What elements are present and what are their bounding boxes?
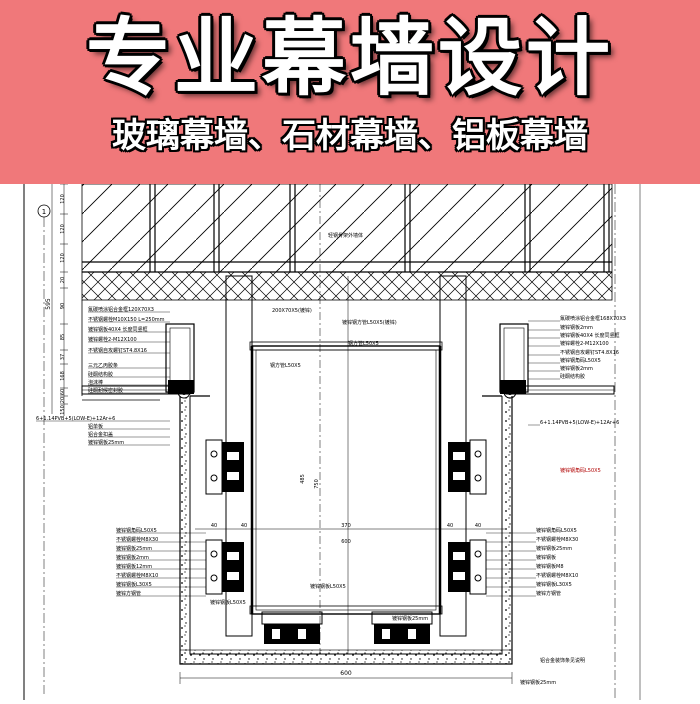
right-note-0: 氟碳喷涂铝合金框168X70X3 xyxy=(560,315,626,322)
left-note-4: 不锈钢自攻螺钉ST4.8X16 xyxy=(88,347,147,354)
left-note-0: 氟碳喷涂铝合金框120X70X3 xyxy=(88,306,154,313)
left-dim-10: 150 xyxy=(60,405,66,415)
left-note-10: 铝单板 xyxy=(88,423,103,430)
left-annotations: 氟碳喷涂铝合金框120X70X3 不锈钢螺栓M10X150 L=250mm 镀锌钢板… xyxy=(36,306,170,446)
left-dim-8: 60 xyxy=(60,389,66,395)
left-dim-2: 120 xyxy=(60,253,66,263)
anchor-plate-right-upper xyxy=(448,439,487,495)
right-accent-label: 镀锌钢角码L50X5 xyxy=(560,467,601,474)
top-label-1: 200X70X5(镀锌) xyxy=(272,307,312,314)
center-dim-4: 40 xyxy=(447,523,453,529)
aluminium-cladding-frame xyxy=(179,395,513,665)
center-dim-7: 370 xyxy=(341,523,351,529)
center-dim-3: 40 xyxy=(241,523,247,529)
left-total-dim-label: 595 xyxy=(45,298,52,310)
left-note-12: 镀锌钢板25mm xyxy=(88,439,124,446)
left-dim-3: 20 xyxy=(60,277,66,283)
grid-marker: 1 xyxy=(37,204,51,218)
left-dim-1: 120 xyxy=(60,224,66,234)
mid-right-note-7: 镀锌方钢管 xyxy=(536,590,561,597)
top-annotations: 轻钢骨架外墙体 200X70X5(镀锌) 镀锌钢方管L50X5(镀锌) 钢方管L50X… xyxy=(270,232,601,474)
left-note-1: 不锈钢螺栓M10X150 L=250mm xyxy=(88,316,165,323)
bottom-note-2: 镀锌钢板25mm xyxy=(392,615,428,622)
left-total-dimension: 595 xyxy=(45,184,53,414)
glass-wall-band xyxy=(81,183,613,301)
mid-right-note-0: 镀锌钢角码L50X5 xyxy=(536,527,577,534)
left-note-5: 三元乙丙胶条 xyxy=(88,362,118,369)
top-label-3: 钢方管L50X5 xyxy=(348,340,379,347)
mid-left-note-1: 不锈钢螺栓M8X30 xyxy=(116,536,158,543)
left-dim-7: 168 xyxy=(60,371,66,381)
bottom-dimension: 600 xyxy=(179,670,513,684)
mid-right-note-1: 不锈钢螺栓M8X30 xyxy=(536,536,578,543)
top-label-2: 镀锌钢方管L50X5(镀锌) xyxy=(342,319,397,326)
left-mullion xyxy=(81,323,195,399)
grid-marker-label: 1 xyxy=(42,208,46,216)
right-note-8: 6+1.14PVB+5(LOW-E)+12Ar+6 xyxy=(540,420,619,426)
anchor-plate-right-lower xyxy=(448,539,487,595)
right-note-4: 不锈钢自攻螺钉ST4.8X16 xyxy=(560,349,619,356)
left-note-8: 硅酮耐候密封胶 xyxy=(88,387,123,394)
steel-column-section xyxy=(195,184,505,654)
banner-title: 专业幕墙设计 xyxy=(85,9,614,107)
left-note-11: 铝合金扣盖 xyxy=(88,431,113,438)
left-note-6: 硅酮结构胶 xyxy=(88,371,113,378)
anchor-plate-bottom-right xyxy=(371,611,433,644)
left-dim-9: 20 xyxy=(60,397,66,403)
mid-left-note-0: 镀锌钢角码L50X5 xyxy=(116,527,157,534)
right-note-5: 镀锌钢角码L50X5 xyxy=(560,357,601,364)
mid-left-note-4: 镀锌钢板12mm xyxy=(116,563,152,570)
left-dim-5: 85 xyxy=(60,334,66,340)
left-dim-0: 120 xyxy=(60,194,66,204)
mid-left-note-2: 镀锌钢板25mm xyxy=(116,545,152,552)
mid-right-note-2: 镀锌钢板25mm xyxy=(536,545,572,552)
left-note-7: 泡沫棒 xyxy=(88,379,103,386)
mid-right-note-3: 镀锌钢板 xyxy=(536,554,556,561)
right-note-6: 镀锌钢板2mm xyxy=(560,365,593,372)
center-dim-1: 485 xyxy=(300,474,306,484)
mid-right-note-4: 镀锌钢板M8 xyxy=(536,563,564,570)
bottom-note-3: 铝合金装饰条见说明 xyxy=(540,657,585,664)
title-banner xyxy=(0,0,700,184)
banner-subtitle: 玻璃幕墙、石材幕墙、铝板幕墙 xyxy=(112,116,588,156)
center-dim-5: 40 xyxy=(475,523,481,529)
top-label-0: 轻钢骨架外墙体 xyxy=(328,232,363,239)
left-dim-4: 90 xyxy=(60,303,66,309)
mid-left-note-5: 不锈钢螺栓M8X10 xyxy=(116,572,158,579)
bottom-note-1: 镀锌钢板L50X5 xyxy=(310,583,346,590)
mid-left-note-6: 镀锌钢板L30X5 xyxy=(116,581,152,588)
anchor-plate-left-upper xyxy=(205,439,244,495)
top-label-4: 钢方管L50X5 xyxy=(270,362,301,369)
right-note-7: 硅酮结构胶 xyxy=(560,373,585,380)
left-note-2: 镀锌钢板40X4 长度同竖框 xyxy=(88,326,148,333)
right-note-3: 镀锌螺栓2-M12X100 xyxy=(560,340,609,347)
bottom-note-4: 镀锌钢板25mm xyxy=(520,679,556,686)
mid-left-annotations: 镀锌钢角码L50X5 不锈钢螺栓M8X30 镀锌钢板25mm 镀锌钢板2mm 镀锌钢板1… xyxy=(116,527,206,597)
left-dim-6: 37 xyxy=(60,354,66,360)
bottom-dim-label: 600 xyxy=(340,670,352,677)
center-dimensions: 750 485 40 40 40 40 600 370 xyxy=(211,474,481,545)
mid-right-note-5: 不锈钢螺栓M8X10 xyxy=(536,572,578,579)
center-dim-0: 750 xyxy=(314,479,320,489)
center-dim-6: 600 xyxy=(341,539,351,545)
bottom-annotations: 镀锌钢板L50X5镀锌钢板L50X5镀锌钢板25mm铝合金装饰条见说明镀锌钢板2… xyxy=(210,583,585,686)
anchor-plate-bottom-left xyxy=(261,611,323,644)
mid-left-note-3: 镀锌钢板2mm xyxy=(116,554,149,561)
right-mullion xyxy=(499,323,615,399)
left-note-3: 镀锌螺栓2-M12X100 xyxy=(88,336,137,343)
anchor-plate-left-lower xyxy=(205,539,244,595)
center-dim-2: 40 xyxy=(211,523,217,529)
mid-left-note-7: 镀锌方钢管 xyxy=(116,590,141,597)
bottom-note-0: 镀锌钢板L50X5 xyxy=(210,599,246,606)
right-note-2: 镀锌钢板40X4 长度同竖框 xyxy=(560,332,620,339)
mid-right-note-6: 镀锌钢板L30X5 xyxy=(536,581,572,588)
left-dimension-chain: 120 120 120 20 90 85 37 168 60 20 150 xyxy=(60,183,68,416)
cad-section-drawing: 1 xyxy=(0,183,700,700)
left-note-9: 6+1.14PVB+5(LOW-E)+12Ar+6 xyxy=(36,416,115,422)
right-note-1: 镀锌钢板2mm xyxy=(560,324,593,331)
